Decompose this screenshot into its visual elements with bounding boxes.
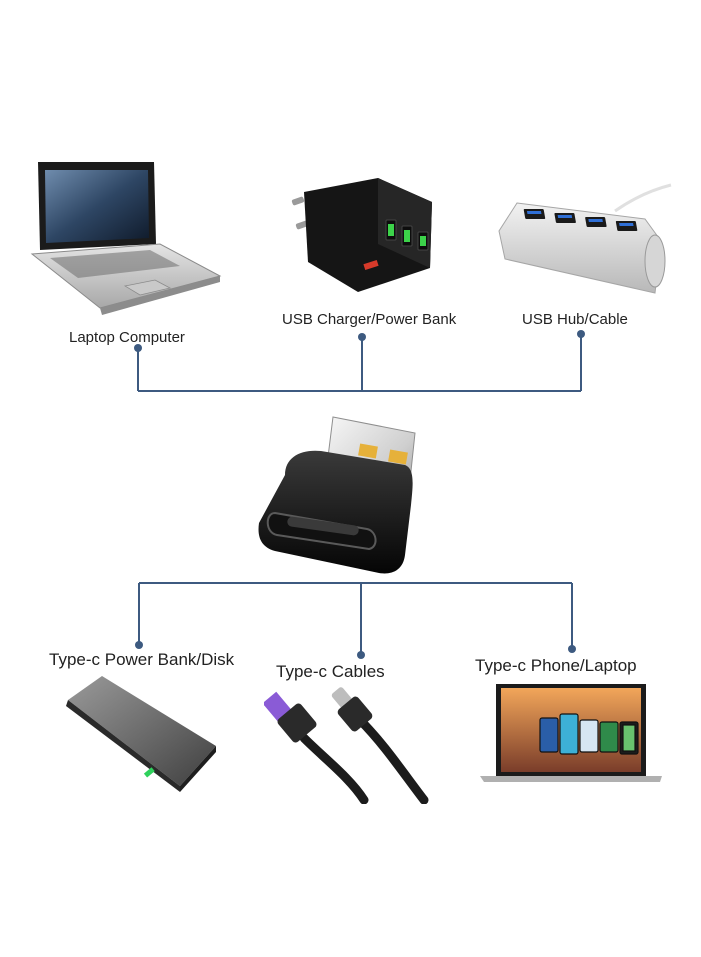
usb-a-to-type-c-adapter-icon <box>258 416 416 574</box>
connector-dot-power-bank <box>135 641 143 649</box>
phone-laptop-icon <box>480 684 662 782</box>
connector-dot-cables <box>357 651 365 659</box>
label-usb-hub-cable: USB Hub/Cable <box>522 311 628 328</box>
label-type-c-phone-laptop: Type-c Phone/Laptop <box>475 656 637 675</box>
power-bank-icon <box>66 676 216 792</box>
laptop-icon <box>30 162 222 315</box>
usb-charger-icon <box>291 178 432 292</box>
label-usb-charger-power-bank: USB Charger/Power Bank <box>282 311 457 328</box>
label-laptop-computer: Laptop Computer <box>69 329 185 346</box>
type-c-cables-icon <box>264 687 429 804</box>
connector-dot-hub <box>577 330 585 338</box>
connector-dot-phone-laptop <box>568 645 576 653</box>
usb-hub-icon <box>498 183 672 294</box>
label-type-c-power-bank-disk: Type-c Power Bank/Disk <box>49 650 235 669</box>
label-type-c-cables: Type-c Cables <box>276 662 385 681</box>
connector-dot-laptop <box>134 344 142 352</box>
connector-dot-charger <box>358 333 366 341</box>
